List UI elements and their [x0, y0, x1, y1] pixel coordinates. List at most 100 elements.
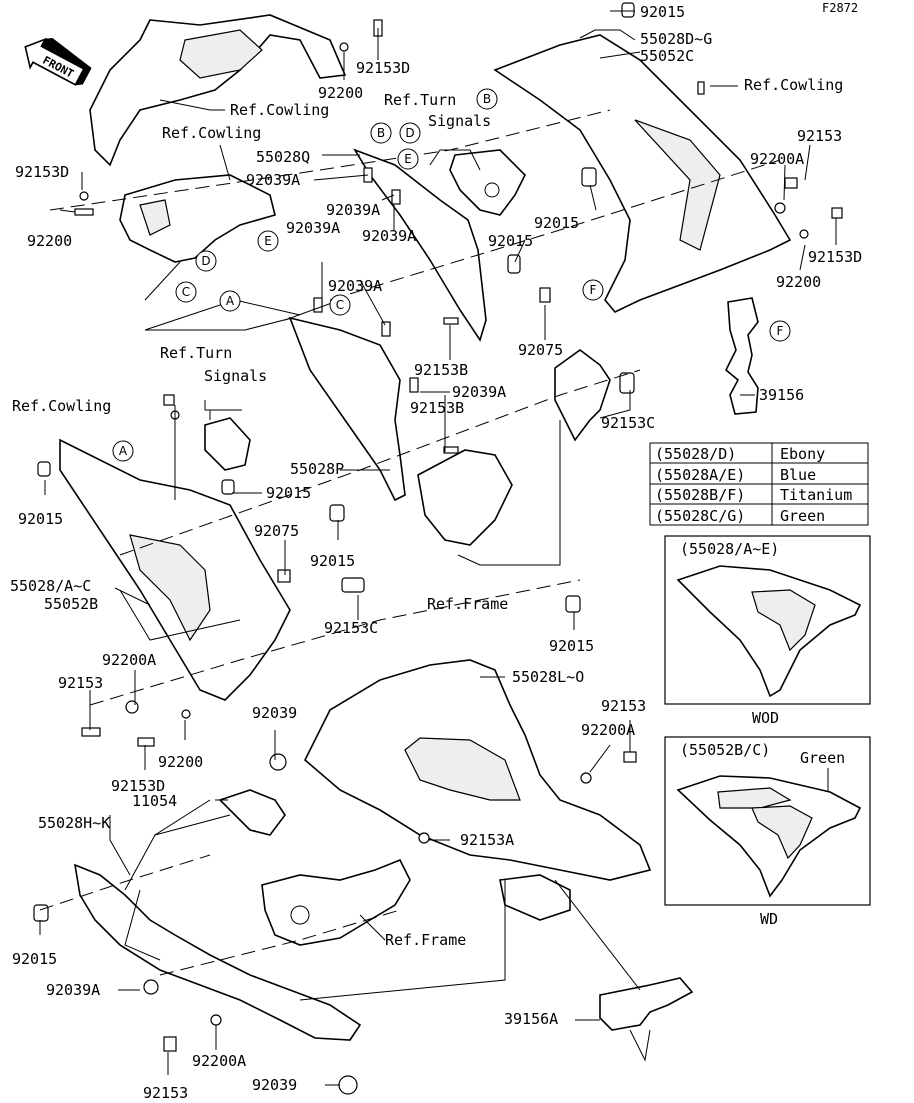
ref-marker-a-left: A: [112, 440, 134, 462]
callout: 55028L~O: [512, 668, 584, 686]
table-code: (55028A/E): [655, 466, 745, 484]
table-color: Ebony: [780, 445, 825, 463]
callout: Ref.Cowling: [12, 397, 111, 415]
callout: 92039A: [452, 383, 506, 401]
callout: 11054: [132, 792, 177, 810]
assembly-axes: [39, 109, 781, 976]
callout: Ref.Turn: [384, 91, 456, 109]
variant-header: (55028/A~E): [680, 540, 779, 558]
callout: 92200A: [750, 150, 804, 168]
callout: 55028H~K: [38, 814, 110, 832]
callout: 55052C: [640, 47, 694, 65]
variant-caption: WOD: [752, 709, 779, 727]
svg-text:D: D: [405, 126, 414, 140]
table-code: (55028/D): [655, 445, 736, 463]
turn-signal-bracket: [449, 149, 526, 216]
callout: 92153C: [601, 414, 655, 432]
fastener-icons: [33, 2, 843, 1095]
lower-middle-panel-55028p: [288, 316, 406, 502]
callout: 55028D~G: [640, 30, 712, 48]
callout: 92039A: [328, 277, 382, 295]
callout: 92015: [640, 3, 685, 21]
mount-bracket-right: [554, 349, 611, 442]
callout: 92039: [252, 704, 297, 722]
svg-text:A: A: [226, 294, 235, 308]
callout: 92015: [18, 510, 63, 528]
turn-signal-left: [204, 417, 251, 471]
callout: 55028P: [290, 460, 344, 478]
callout: 92039A: [246, 171, 300, 189]
ref-marker-b: B: [370, 122, 392, 144]
callout: 92039: [252, 1076, 297, 1094]
leader-lines: [39, 10, 837, 1086]
svg-text:E: E: [404, 152, 412, 166]
svg-text:F: F: [590, 283, 597, 297]
inner-panel-left: [119, 174, 276, 263]
foam-block-39156: [725, 297, 759, 415]
ref-marker-a-mid: A: [219, 290, 241, 312]
variant-box-wd: (55052B/C) Green WD: [664, 736, 871, 928]
callout: 92200: [158, 753, 203, 771]
callout: 92200: [776, 273, 821, 291]
callout: Signals: [428, 112, 491, 130]
foam-pad-39156a: [599, 977, 694, 1031]
callout: 92153D: [15, 163, 69, 181]
color-table: (55028/D) Ebony (55028A/E) Blue (55028B/…: [649, 442, 869, 526]
svg-text:D: D: [201, 254, 210, 268]
callout: 92153C: [324, 619, 378, 637]
upper-right-cowl: [493, 34, 792, 313]
svg-text:B: B: [377, 126, 385, 140]
svg-text:E: E: [264, 234, 272, 248]
callout: 92200A: [192, 1052, 246, 1070]
table-code: (55028C/G): [655, 507, 745, 525]
variant-header: (55052B/C): [680, 741, 770, 759]
callout: 92039A: [286, 219, 340, 237]
callout: 55028/A~C: [10, 577, 91, 595]
callout: 92015: [534, 214, 579, 232]
callout: 92153: [601, 697, 646, 715]
variant-note: Green: [800, 749, 845, 767]
callout: 39156A: [504, 1010, 558, 1028]
callout: 92015: [266, 484, 311, 502]
svg-text:C: C: [336, 298, 344, 312]
table-color: Titanium: [780, 486, 852, 504]
callout: 55052B: [44, 595, 98, 613]
callout: 92153: [797, 127, 842, 145]
callout: 92153D: [111, 777, 165, 795]
callout: 92015: [310, 552, 355, 570]
ref-marker-d-top: D: [399, 122, 421, 144]
variant-caption: WD: [760, 910, 778, 928]
callout: 92200: [27, 232, 72, 250]
ref-marker-d-left: D: [195, 250, 217, 272]
callout: Signals: [204, 367, 267, 385]
callout: Ref.Cowling: [744, 76, 843, 94]
callout: 92039A: [326, 201, 380, 219]
callout: 92075: [254, 522, 299, 540]
callout: 39156: [759, 386, 804, 404]
lower-left-fairing: [73, 863, 362, 1041]
callout: Ref.Frame: [385, 931, 466, 949]
bracket-11054: [218, 789, 286, 836]
table-code: (55028B/F): [655, 486, 745, 504]
callout: Ref.Frame: [427, 595, 508, 613]
callout: 92153D: [808, 248, 862, 266]
callout: 55028Q: [256, 148, 310, 166]
callout: 92200A: [581, 721, 635, 739]
callout: 92153: [143, 1084, 188, 1102]
svg-text:A: A: [119, 444, 128, 458]
callout: Ref.Cowling: [230, 101, 329, 119]
callout: 92039A: [362, 227, 416, 245]
ref-marker-e-top: E: [397, 148, 419, 170]
svg-text:B: B: [483, 92, 491, 106]
callout: 92200A: [102, 651, 156, 669]
ref-marker-f-block: F: [769, 320, 791, 342]
callout: 92153A: [460, 831, 514, 849]
callout: 92015: [488, 232, 533, 250]
upper-left-cowl: [89, 14, 347, 167]
callout: 92015: [549, 637, 594, 655]
callout: 92075: [518, 341, 563, 359]
front-arrow-icon: FRONT: [24, 37, 92, 86]
part-callouts: 92015 55028D~G 55052C Ref.Cowling 92153D…: [10, 3, 862, 1102]
ref-marker-e-left: E: [257, 230, 279, 252]
